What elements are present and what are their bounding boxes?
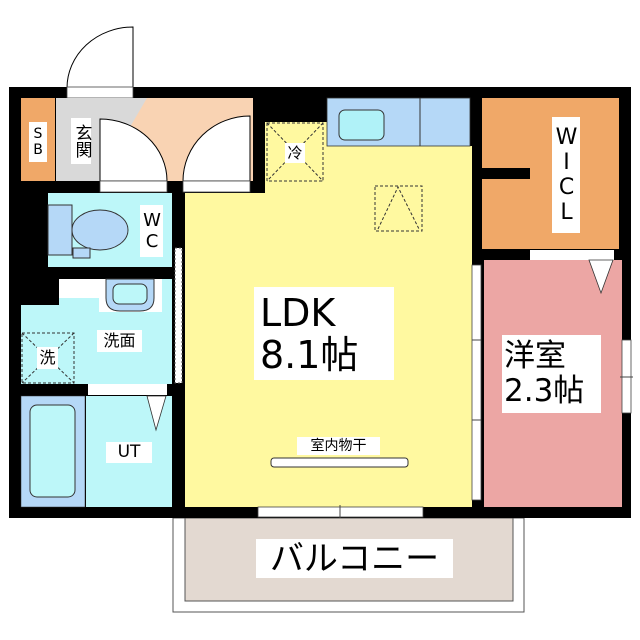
western-label: 洋室: [504, 338, 566, 374]
ut-door-triangle: [146, 395, 167, 432]
wcl-label: WICL: [552, 117, 580, 233]
closet-door[interactable]: [530, 250, 614, 260]
drying-label: 室内物干: [297, 437, 380, 455]
wc-label: WC: [140, 205, 163, 257]
wc-door-swing: [99, 118, 168, 182]
vanity-bowl: [112, 283, 148, 305]
western-label-box: 洋室 2.3帖: [502, 335, 601, 413]
entrance-door-swing: [66, 26, 134, 89]
wc-door[interactable]: [99, 180, 168, 193]
balcony-label: バルコニー: [256, 539, 453, 578]
drying-bar: [270, 457, 409, 468]
fridge-space: [266, 122, 324, 182]
washer-label: 洗: [37, 347, 58, 369]
sliding-door-senmen[interactable]: [174, 247, 183, 384]
senmen-label: 洗面: [97, 330, 142, 352]
ut-label: UT: [106, 442, 152, 463]
ldk-label: LDK: [260, 290, 336, 335]
closet-wall-stub: [481, 168, 530, 179]
ldk-size: 8.1帖: [260, 332, 359, 377]
ut-door[interactable]: [88, 384, 167, 395]
western-size: 2.3帖: [504, 373, 585, 409]
range-hood-triangle: [377, 185, 420, 230]
kitchen-sink: [338, 109, 385, 141]
entrance-door[interactable]: [66, 86, 134, 99]
bathtub: [29, 404, 76, 498]
sb-label: SB: [29, 122, 47, 162]
washer-space: [21, 332, 75, 384]
senmen-storage: [59, 279, 99, 298]
toilet-paper: [72, 247, 91, 259]
closet-door-triangle: [588, 259, 614, 295]
toilet-tank: [47, 204, 73, 256]
sliding-door-western[interactable]: [471, 264, 482, 501]
toilet-bowl: [71, 209, 129, 251]
senmen-floor-left: [21, 305, 61, 384]
fridge-label: 冷: [285, 143, 305, 163]
ldk-door[interactable]: [182, 180, 251, 193]
range-hood: [374, 185, 423, 232]
genkan-label: 玄関: [71, 118, 92, 164]
ldk-label-box: LDK 8.1帖: [254, 287, 394, 380]
ldk-door-swing: [182, 115, 251, 182]
